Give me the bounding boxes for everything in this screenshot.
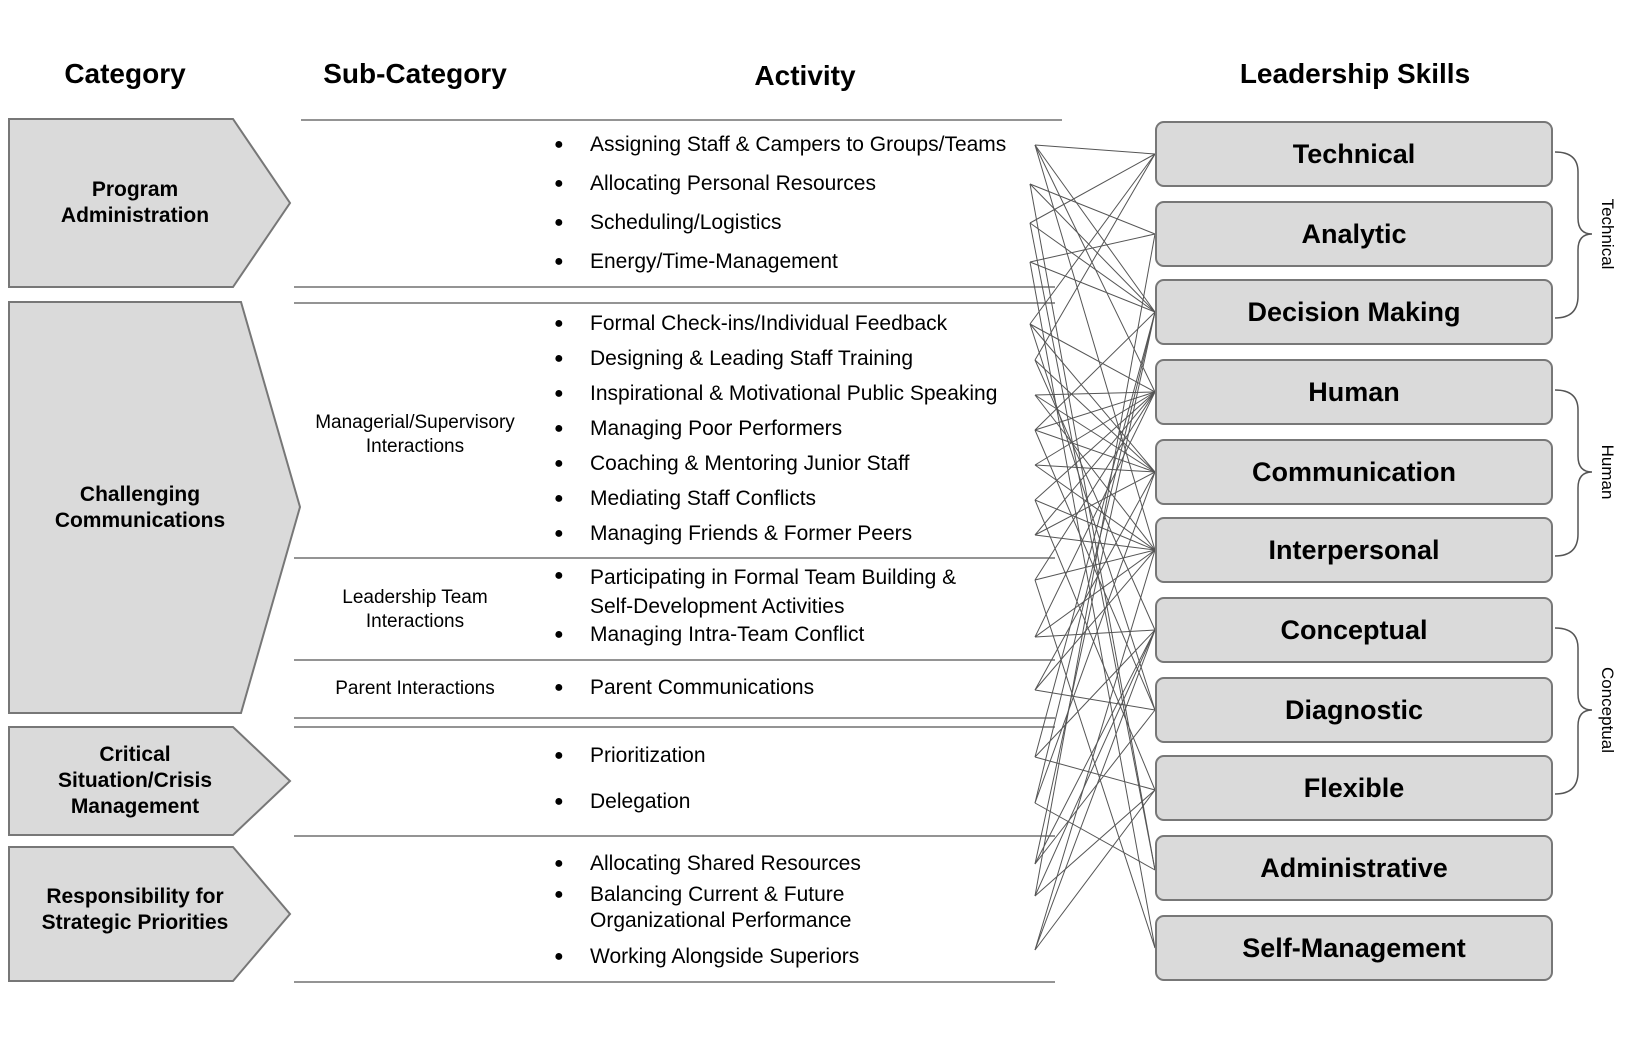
group-label-human: Human	[1598, 444, 1617, 500]
bullet-icon: ●	[554, 385, 564, 402]
header-subcategory: Sub-Category	[323, 58, 507, 89]
skill-self-management: Self-Management	[1155, 915, 1553, 981]
bullet-icon: ●	[554, 855, 564, 872]
activity-text: Assigning Staff & Campers to Groups/Team…	[590, 133, 1007, 156]
activity-text: Scheduling/Logistics	[590, 211, 782, 234]
skill-group-braces	[1554, 151, 1593, 795]
activity-text: Balancing Current & Future Organizationa…	[590, 883, 852, 932]
bullet-icon: ●	[554, 214, 564, 231]
skill-flexible: Flexible	[1155, 755, 1553, 821]
skill-administrative: Administrative	[1155, 835, 1553, 901]
bullet-icon: ●	[554, 679, 564, 696]
subcategory-leadership-team: Leadership Team Interactions	[342, 587, 488, 632]
header-activity: Activity	[754, 60, 856, 91]
activity-text: Managing Poor Performers	[590, 417, 843, 440]
activity-text: Parent Communications	[590, 676, 815, 699]
activity-text: Allocating Shared Resources	[590, 852, 861, 875]
bullet-icon: ●	[554, 525, 564, 542]
activity-text: Prioritization	[590, 744, 706, 767]
activity-text: Inspirational & Motivational Public Spea…	[590, 382, 998, 405]
skill-diagnostic: Diagnostic	[1155, 677, 1553, 743]
bullet-icon: ●	[554, 253, 564, 270]
bullet-icon: ●	[554, 136, 564, 153]
bullet-icon: ●	[554, 886, 564, 903]
skill-human: Human	[1155, 359, 1553, 425]
bullet-icon: ●	[554, 175, 564, 192]
bullet-icon: ●	[554, 793, 564, 810]
category-shape-program-administration	[8, 118, 292, 288]
bullet-icon: ●	[554, 747, 564, 764]
skill-communication: Communication	[1155, 439, 1553, 505]
activity-text: Participating in Formal Team Building & …	[590, 566, 957, 618]
skill-technical: Technical	[1155, 121, 1553, 187]
bullet-icon: ●	[554, 567, 564, 584]
activity-text: Energy/Time-Management	[590, 250, 838, 273]
bullet-icon: ●	[554, 420, 564, 437]
subcategory-managerial-supervisory: Managerial/Supervisory Interactions	[315, 412, 515, 457]
bullet-icon: ●	[554, 490, 564, 507]
category-shape-challenging-communications	[8, 301, 302, 714]
activity-text: Delegation	[590, 790, 691, 813]
group-label-technical: Technical	[1598, 198, 1617, 270]
bullet-icon: ●	[554, 626, 564, 643]
skill-conceptual: Conceptual	[1155, 597, 1553, 663]
category-challenging-communications: Challenging Communications	[54, 482, 226, 532]
bullet-icon: ●	[554, 350, 564, 367]
connection-lines	[1029, 144, 1156, 951]
row-dividers	[294, 119, 1062, 983]
category-program-administration: Program Administration	[60, 177, 210, 227]
skill-interpersonal: Interpersonal	[1155, 517, 1553, 583]
category-shape-strategic-priorities	[8, 846, 292, 982]
category-crisis-management: Critical Situation/Crisis Management	[57, 743, 213, 818]
activity-text: Managing Friends & Former Peers	[590, 522, 913, 545]
activity-text: Managing Intra-Team Conflict	[590, 623, 865, 646]
activity-text: Designing & Leading Staff Training	[590, 347, 913, 370]
group-label-conceptual: Conceptual	[1598, 666, 1617, 753]
activity-text: Coaching & Mentoring Junior Staff	[590, 452, 910, 475]
skill-decision-making: Decision Making	[1155, 279, 1553, 345]
bullet-icon: ●	[554, 455, 564, 472]
activity-text: Working Alongside Superiors	[590, 945, 860, 968]
activity-text: Allocating Personal Resources	[590, 172, 876, 195]
skill-analytic: Analytic	[1155, 201, 1553, 267]
header-leadership-skills: Leadership Skills	[1239, 58, 1471, 89]
header-category: Category	[64, 58, 186, 89]
bullet-icon: ●	[554, 315, 564, 332]
activity-text: Mediating Staff Conflicts	[590, 487, 817, 510]
activity-text: Formal Check-ins/Individual Feedback	[590, 312, 948, 335]
subcategory-parent-interactions: Parent Interactions	[335, 678, 495, 699]
category-strategic-priorities: Responsibility for Strategic Priorities	[41, 885, 229, 934]
bullet-icon: ●	[554, 948, 564, 965]
category-shape-crisis-management	[8, 726, 292, 836]
